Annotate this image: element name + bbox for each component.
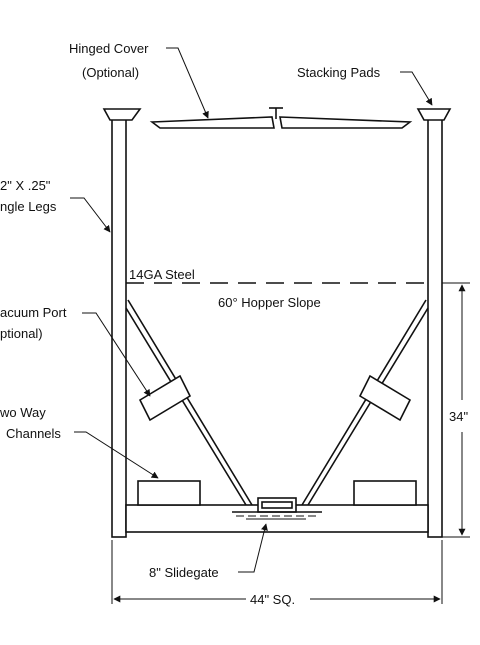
leader-channels [74,431,159,479]
leader-stacking-pads [400,71,433,106]
left-leg [111,116,127,538]
leader-hinged-cover [166,47,209,119]
height-dim-label: 34" [449,409,468,424]
channel-right [353,480,417,506]
label-vacuum-port-optional: ptional) [0,326,43,341]
hinged-cover-left [149,116,275,129]
vacuum-port-left [138,374,192,422]
leader-angle-legs [70,197,111,233]
channel-left [137,480,201,506]
label-hopper-slope: 60° Hopper Slope [218,295,321,310]
label-angle-legs: ngle Legs [0,199,57,214]
hopper-slope-right-outer [307,307,429,506]
label-hinged-cover-optional: (Optional) [82,65,139,80]
label-channels: Channels [6,426,61,441]
hinged-cover-right [279,116,413,129]
hopper-slope-right-inner [301,299,427,506]
label-steel: 14GA Steel [129,267,195,282]
label-stacking-pads: Stacking Pads [297,65,381,80]
leader-vacuum-port [82,312,151,397]
slidegate-handle-inner [261,501,293,509]
stacking-pad-right [416,108,452,121]
label-vacuum-port: acuum Port [0,305,67,320]
hopper-slope-left-inner [127,299,253,506]
label-two-way: wo Way [0,405,46,420]
stacking-pad-left [102,108,142,121]
right-leg [427,116,443,538]
label-slidegate: 8" Slidegate [149,565,219,580]
leader-slidegate [238,523,268,573]
width-dim-label: 44" SQ. [250,592,295,607]
vacuum-port-right [358,374,412,422]
label-angle-legs-size: 2" X .25" [0,178,51,193]
hopper-slope-left-outer [125,307,247,506]
label-hinged-cover: Hinged Cover [69,41,149,56]
